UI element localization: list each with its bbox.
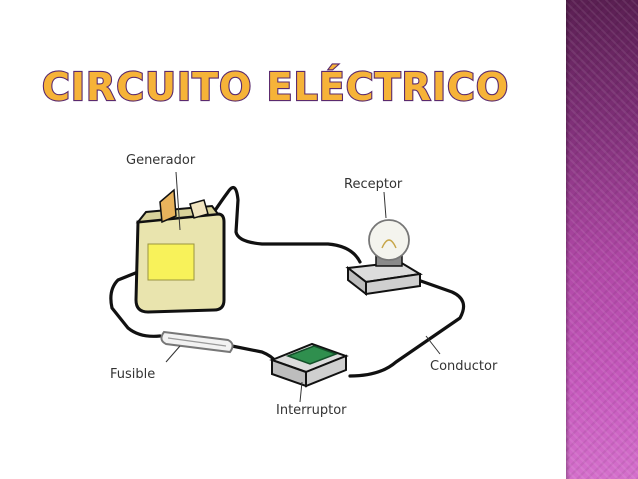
battery-terminal-left	[159, 188, 177, 224]
slide-title-text: CIRCUITO ELÉCTRICO	[42, 65, 509, 109]
battery-terminal-right	[189, 199, 209, 219]
decorative-side-strip	[566, 0, 638, 479]
side-strip-shadow	[566, 0, 570, 479]
wire-top	[212, 185, 362, 264]
wire-right	[348, 278, 466, 378]
switch-lever	[285, 345, 339, 365]
wire-bottom	[230, 344, 278, 364]
label-interruptor: Interruptor	[276, 403, 347, 418]
switch-interruptor	[269, 342, 349, 388]
label-conductor: Conductor	[430, 359, 498, 374]
label-receptor: Receptor	[344, 177, 403, 192]
label-generador: Generador	[126, 153, 196, 168]
label-fusible: Fusible	[110, 367, 155, 382]
slide-title: CIRCUITO ELÉCTRICO	[41, 64, 509, 110]
battery-window	[147, 243, 195, 281]
fuse	[160, 330, 234, 354]
leader-lines	[165, 171, 441, 403]
wire-left	[109, 270, 162, 338]
generator-battery	[134, 188, 226, 314]
receptor-bulb	[345, 219, 423, 297]
